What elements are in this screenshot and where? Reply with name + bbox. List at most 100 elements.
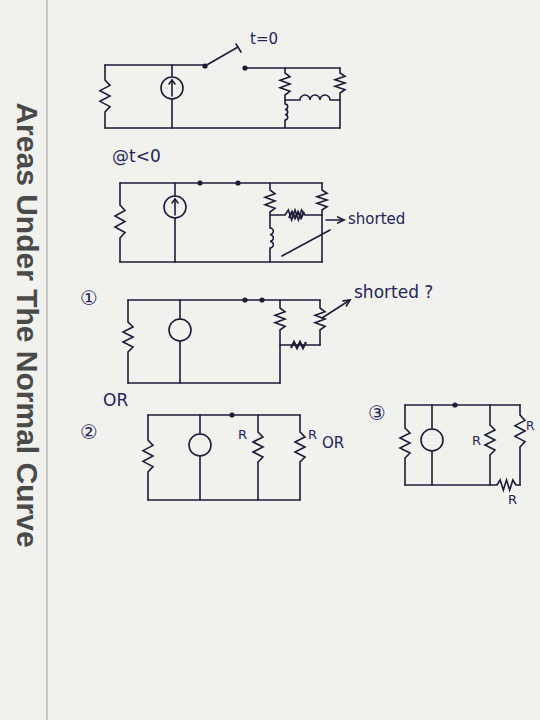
wire [279, 300, 281, 308]
resistor-label: R [472, 434, 481, 447]
wire [431, 451, 433, 485]
wire [284, 68, 286, 73]
resistor-symbol [497, 480, 516, 490]
resistor-symbol [515, 415, 525, 447]
wire [105, 127, 340, 129]
wire [104, 112, 106, 128]
callout-number: ① [80, 288, 98, 308]
current-source [161, 77, 183, 99]
wire [284, 120, 286, 128]
wire [516, 484, 520, 486]
wire [127, 300, 129, 322]
wire [171, 65, 173, 76]
wire [257, 415, 259, 432]
inductor-symbol [285, 104, 288, 120]
junction-dot [242, 297, 247, 302]
wire [174, 199, 176, 215]
wire [169, 80, 175, 84]
wire [404, 458, 406, 485]
wire [147, 472, 149, 500]
wire [321, 210, 323, 262]
wire [343, 300, 350, 306]
wire [405, 404, 520, 406]
annotation-note: shorted ? [354, 284, 433, 301]
switch-time-label: t=0 [250, 32, 278, 47]
wire [120, 261, 322, 263]
resistor-symbol [315, 308, 325, 330]
or-note: OR [103, 392, 128, 409]
junction-dot [235, 180, 240, 185]
wire [270, 214, 285, 216]
condition-label: @t<0 [112, 148, 161, 165]
wire [179, 300, 181, 319]
resistor-symbol [280, 73, 290, 95]
wire [269, 183, 271, 190]
junction-dot [452, 402, 457, 407]
wire [179, 341, 181, 383]
wire [119, 183, 121, 205]
current-source [421, 429, 443, 451]
wire [338, 217, 344, 223]
resistor-symbol [295, 432, 305, 462]
resistor-symbol [485, 425, 495, 455]
margin-line [47, 0, 48, 720]
resistor-symbol [265, 190, 275, 212]
resistor-label: R [508, 493, 517, 506]
wire [285, 99, 300, 101]
wire [148, 499, 300, 501]
current-source [189, 434, 211, 456]
wire [174, 218, 176, 262]
current-source [169, 319, 191, 341]
wire [339, 93, 341, 128]
resistor-symbol [317, 190, 327, 210]
wire [299, 415, 301, 432]
inductor-symbol [300, 95, 330, 100]
wire [489, 455, 491, 485]
wire [279, 330, 281, 383]
wire [245, 67, 340, 69]
junction-dot [229, 412, 234, 417]
wire [519, 405, 521, 415]
resistor-label: R [238, 428, 247, 441]
wire [147, 415, 149, 440]
wire [282, 230, 330, 256]
wire [199, 415, 201, 434]
wire [431, 405, 433, 429]
resistor-symbol [335, 73, 345, 93]
resistor-symbol [123, 322, 133, 352]
resistor-symbol [143, 440, 153, 472]
current-source [164, 196, 186, 218]
wire [330, 99, 340, 101]
resistor-label: R [526, 420, 534, 432]
wire [105, 64, 205, 66]
resistor-symbol [115, 205, 125, 238]
callout-number: ② [80, 422, 98, 442]
resistor-symbol [275, 308, 285, 330]
junction-dot [197, 180, 202, 185]
wire [174, 183, 176, 196]
wire [199, 456, 201, 500]
wire [257, 462, 259, 500]
wire [127, 352, 129, 383]
wire [172, 199, 178, 203]
callout-number: ③ [368, 403, 386, 423]
junction-dot [242, 65, 247, 70]
wire [205, 47, 238, 66]
wire [128, 299, 320, 301]
watermark: Areas Under The Normal Curve [12, 102, 42, 547]
wire [119, 238, 121, 262]
wire [319, 330, 321, 345]
junction-dot [259, 297, 264, 302]
scribble [291, 342, 306, 348]
inductor-symbol [270, 228, 273, 248]
wire [489, 405, 491, 425]
scribble [289, 212, 304, 218]
annotation-note: shorted [348, 212, 405, 227]
resistor-label: R [308, 428, 317, 441]
wire [148, 414, 300, 416]
resistor-symbol [400, 428, 410, 458]
wire [171, 80, 173, 96]
wire [305, 214, 322, 216]
wire [269, 248, 271, 262]
